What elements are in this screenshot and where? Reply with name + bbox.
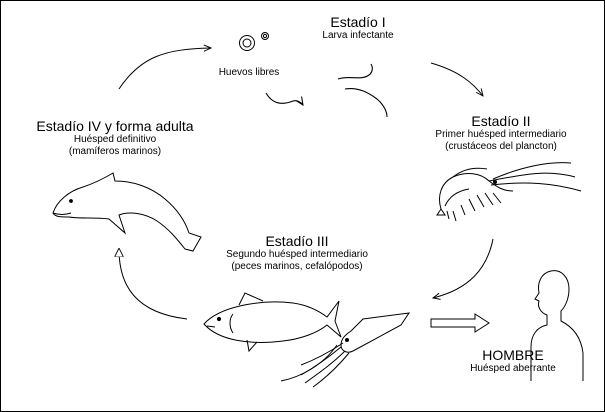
stage1-label: Estadío I Larva infectante: [299, 14, 417, 42]
stage3-title: Estadío III: [209, 233, 385, 249]
fish-icon: [204, 293, 341, 351]
arrow-adult-to-eggs: [119, 48, 211, 89]
squid-icon: [281, 313, 409, 387]
human-title: HOMBRE: [463, 347, 563, 363]
human-label: HOMBRE Huésped aberrante: [463, 347, 563, 375]
arrow-stage3-to-stage4: [119, 249, 187, 319]
stage3-host: Segundo huésped intermediario: [209, 249, 385, 261]
stage4-label: Estadío IV y forma adulta Huésped defini…: [17, 118, 213, 157]
stage2-host-examples: (crustáceos del plancton): [413, 141, 589, 153]
stage2-host: Primer huésped intermediario: [413, 129, 589, 141]
stage1-title: Estadío I: [299, 14, 417, 30]
egg-icon: [240, 33, 269, 51]
eggs-label: Huevos libres: [209, 67, 289, 79]
stage4-host-examples: (mamíferos marinos): [17, 146, 213, 158]
stage2-title: Estadío II: [413, 113, 589, 129]
arrow-to-human: [431, 314, 489, 332]
human-subtitle: Huésped aberrante: [463, 363, 563, 375]
stage4-host: Huésped definitivo: [17, 134, 213, 146]
stage1-subtitle: Larva infectante: [299, 30, 417, 42]
stage3-label: Estadío III Segundo huésped intermediari…: [209, 233, 385, 272]
arrow-stage2-to-stage3: [433, 239, 493, 298]
stage2-label: Estadío II Primer huésped intermediario …: [413, 113, 589, 152]
dolphin-icon: [53, 173, 201, 251]
stage3-host-examples: (peces marinos, cefalópodos): [209, 261, 385, 273]
arrow-stage1-to-stage2: [431, 63, 483, 96]
shrimp-icon: [437, 163, 581, 221]
stage4-title: Estadío IV y forma adulta: [17, 118, 213, 134]
